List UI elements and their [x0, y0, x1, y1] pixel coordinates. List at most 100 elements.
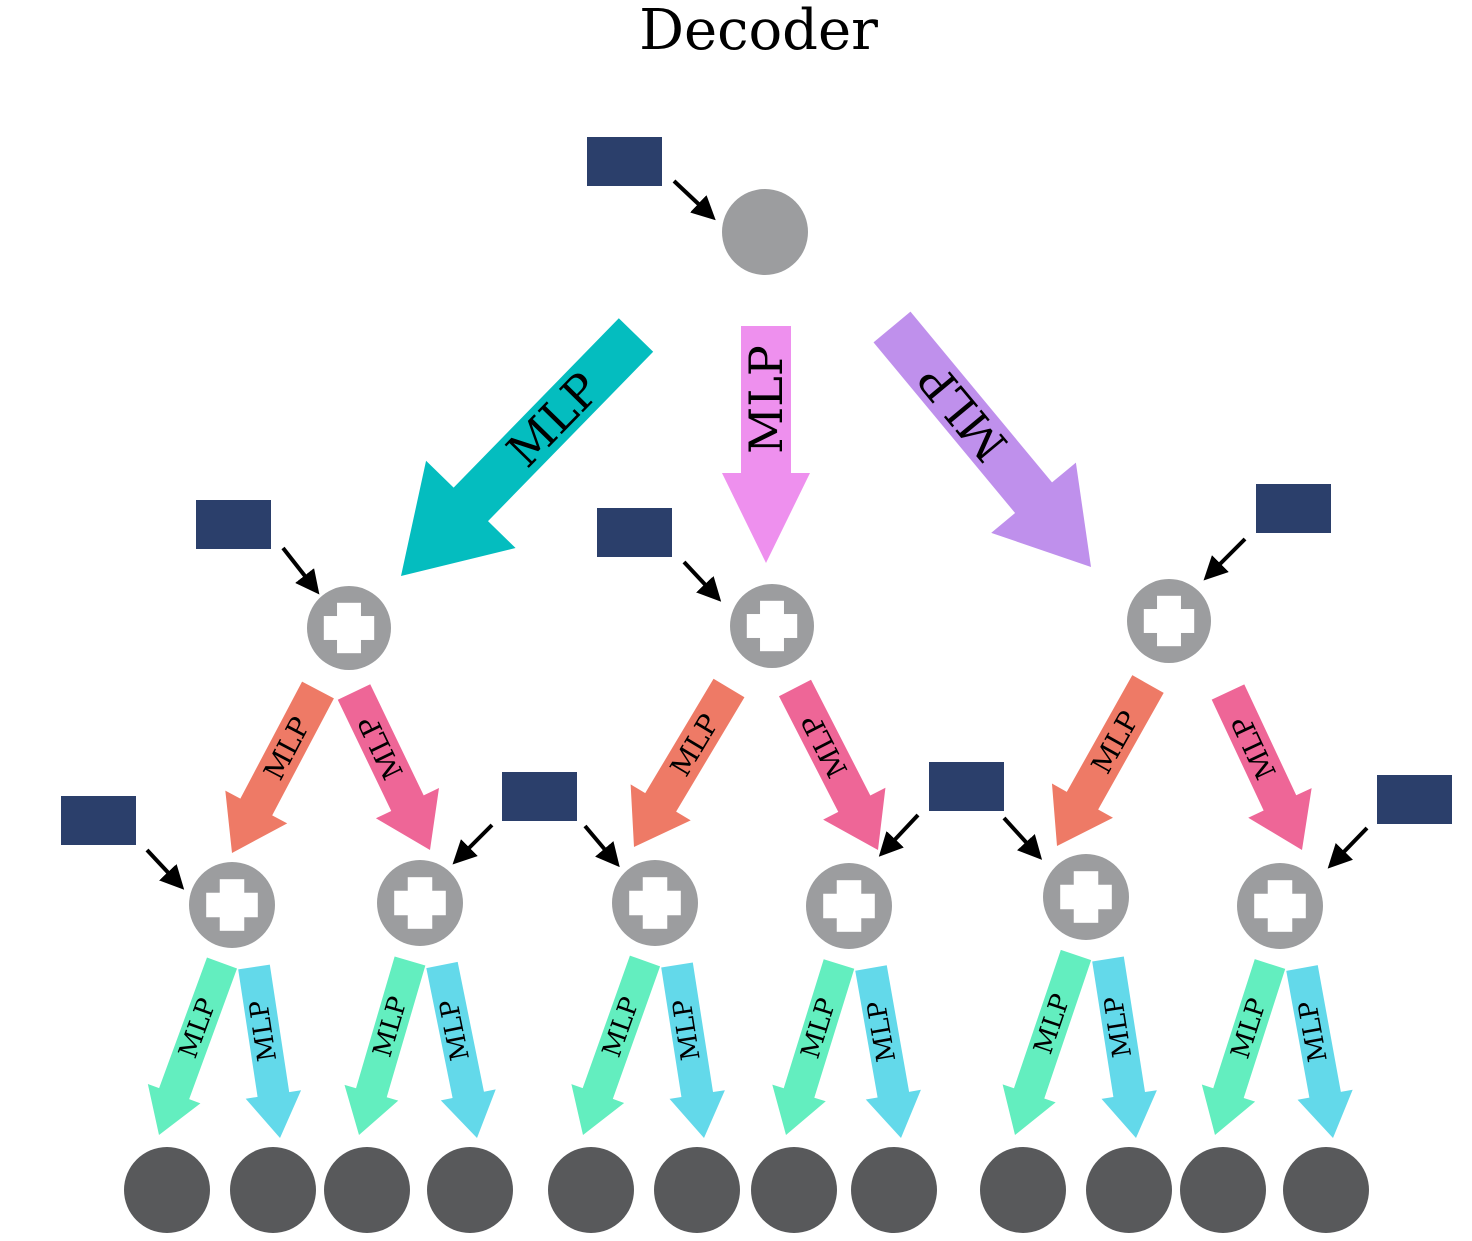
mlp-arrow-level3-9: MLP: [1002, 949, 1092, 1135]
plus-icon: [1267, 880, 1293, 932]
mlp-arrow-level3-6: MLP: [661, 962, 725, 1138]
token-embedding-box: [502, 772, 577, 821]
output-leaf-node-6: [654, 1147, 740, 1233]
mlp-arrow-level3-6-shape: [661, 962, 725, 1138]
mlp-label: MLP: [668, 997, 707, 1062]
mlp-label: MLP: [173, 994, 222, 1062]
diagram-title: Decoder: [639, 0, 878, 63]
mlp-label: MLP: [257, 712, 317, 786]
input-arrow-icon: [281, 546, 320, 595]
mlp-label: MLP: [352, 711, 410, 785]
input-arrow-icon: [1002, 816, 1043, 860]
mlp-arrow-level1-right: MLP: [873, 311, 1092, 568]
mlp-arrow-level2-2: MLP: [337, 684, 440, 851]
root-node: [722, 189, 808, 275]
mlp-arrow-level2-6: MLP: [1211, 684, 1312, 850]
add-node-level2-2: [377, 860, 463, 946]
output-leaf-node-3: [324, 1147, 410, 1233]
input-arrow-icon: [1327, 826, 1369, 869]
add-node-level1-3: [1127, 579, 1211, 663]
plus-icon: [337, 602, 361, 654]
mlp-arrow-level3-3: MLP: [344, 956, 426, 1135]
mlp-arrow-level3-5-shape: [571, 955, 661, 1136]
mlp-arrow-level1-mid-shape: [722, 326, 810, 563]
mlp-arrow-level3-5: MLP: [571, 955, 661, 1136]
mlp-arrow-level2-6-shape: [1211, 684, 1312, 850]
output-leaf-node-11: [1180, 1147, 1266, 1233]
mlp-arrow-level3-2-shape: [238, 964, 302, 1139]
mlp-label: MLP: [795, 709, 855, 783]
mlp-arrow-level2-1-shape: [225, 681, 334, 854]
add-node-level2-5: [1043, 854, 1129, 940]
mlp-arrow-level3-8: MLP: [855, 965, 921, 1139]
add-node-level1-2: [730, 584, 814, 668]
add-node-level2-3: [612, 860, 698, 946]
plus-icon: [760, 600, 784, 652]
mlp-arrow-level3-3-shape: [344, 956, 426, 1135]
input-arrow-icon: [452, 823, 494, 865]
output-leaf-node-8: [851, 1147, 937, 1233]
mlp-arrow-level2-3-shape: [630, 678, 745, 848]
mlp-arrow-level3-7-shape: [772, 959, 855, 1135]
mlp-label: MLP: [739, 345, 793, 454]
mlp-arrow-level3-12: MLP: [1286, 965, 1353, 1139]
input-arrow-icon: [583, 824, 620, 868]
mlp-label: MLP: [597, 993, 646, 1061]
output-leaf-node-7: [751, 1147, 837, 1233]
mlp-arrow-level3-1: MLP: [147, 957, 238, 1135]
output-leaf-node-12: [1283, 1147, 1369, 1233]
plus-icon: [836, 880, 862, 932]
mlp-arrow-level3-8-shape: [855, 965, 921, 1139]
plus-icon: [1073, 871, 1099, 923]
input-arrow-icon: [1203, 537, 1247, 581]
input-arrow-icon: [145, 848, 185, 890]
plus-icon: [1157, 595, 1181, 647]
root-token-box: [587, 137, 662, 186]
output-leaf-node-5: [548, 1147, 634, 1233]
mlp-arrow-level3-1-shape: [147, 957, 238, 1135]
add-node-level2-6: [1237, 863, 1323, 949]
mlp-arrow-level2-5: MLP: [1051, 675, 1164, 846]
mlp-label: MLP: [862, 998, 902, 1064]
mlp-arrow-level2-1: MLP: [225, 681, 334, 854]
output-leaf-node-10: [1086, 1147, 1172, 1233]
mlp-arrow-level3-4: MLP: [426, 961, 496, 1139]
mlp-arrow-level2-2-shape: [337, 684, 440, 851]
mlp-arrow-level3-12-shape: [1286, 965, 1353, 1139]
mlp-arrow-level1-mid: MLP: [722, 326, 810, 563]
mlp-arrow-level1-left: MLP: [401, 318, 654, 577]
mlp-label: MLP: [1225, 711, 1283, 785]
token-embedding-box: [1256, 484, 1331, 533]
output-leaf-node-1: [124, 1147, 210, 1233]
mlp-arrow-level3-4-shape: [426, 961, 496, 1139]
token-embedding-box: [929, 762, 1004, 811]
mlp-label: MLP: [1099, 994, 1138, 1059]
input-arrow-icon: [878, 813, 920, 857]
add-node-level2-4: [806, 863, 892, 949]
token-embedding-box: [196, 500, 271, 549]
mlp-arrow-level3-10: MLP: [1092, 956, 1157, 1139]
mlp-arrow-level3-7: MLP: [772, 959, 855, 1135]
output-leaf-node-9: [980, 1147, 1066, 1233]
token-embedding-box: [597, 508, 672, 557]
input-arrow-icon: [672, 179, 716, 221]
mlp-arrow-level3-9-shape: [1002, 949, 1092, 1135]
mlp-arrow-level1-left-shape: [401, 318, 654, 577]
mlp-arrow-level2-4-shape: [778, 679, 886, 850]
output-leaf-node-4: [427, 1147, 513, 1233]
mlp-arrow-level1-right-shape: [873, 311, 1092, 568]
mlp-arrow-level2-3: MLP: [630, 678, 745, 848]
add-node-level2-1: [189, 862, 275, 948]
plus-icon: [219, 879, 245, 931]
mlp-label: MLP: [1085, 705, 1146, 779]
token-embedding-box: [1377, 775, 1452, 824]
mlp-arrow-level3-10-shape: [1092, 956, 1157, 1139]
plus-icon: [407, 877, 433, 929]
mlp-arrow-level3-11-shape: [1201, 959, 1286, 1136]
plus-icon: [642, 877, 668, 929]
mlp-label: MLP: [1293, 998, 1334, 1064]
token-embedding-box: [61, 796, 136, 845]
add-node-level1-1: [307, 586, 391, 670]
mlp-label: MLP: [434, 997, 476, 1063]
